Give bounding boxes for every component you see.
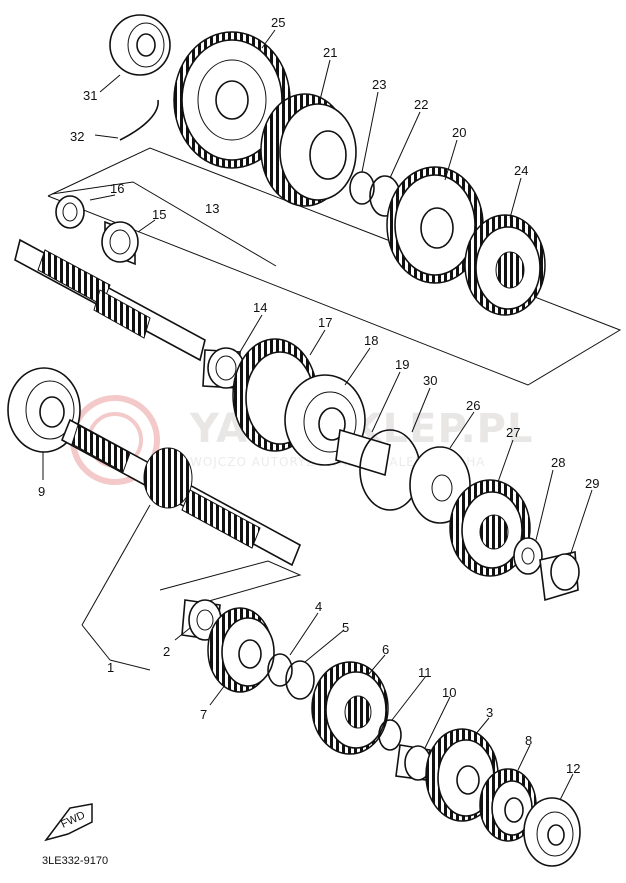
callout-1: 1 — [107, 660, 114, 675]
nut-29 — [539, 551, 580, 602]
washer-11 — [378, 719, 402, 751]
callout-4: 4 — [315, 599, 322, 614]
bearing-12 — [523, 797, 581, 867]
callout-28: 28 — [551, 455, 565, 470]
assembly-outline-lower — [159, 560, 302, 606]
circlip-5 — [285, 660, 315, 700]
sprocket-27 — [449, 479, 531, 577]
gear-8 — [479, 768, 537, 842]
callout-21: 21 — [323, 45, 337, 60]
gear-25 — [173, 31, 291, 169]
gear-21 — [260, 93, 357, 207]
callout-30: 30 — [423, 373, 437, 388]
callout-13: 13 — [205, 201, 219, 216]
callout-22: 22 — [414, 97, 428, 112]
callout-18: 18 — [364, 333, 378, 348]
drawing-code: 3LE332-9170 — [42, 855, 108, 867]
callout-numbers: 31 32 25 21 23 22 20 24 16 13 15 14 17 1… — [38, 15, 599, 776]
callout-2: 2 — [163, 644, 170, 659]
callout-24: 24 — [514, 163, 528, 178]
callout-26: 26 — [466, 398, 480, 413]
callout-31: 31 — [83, 88, 97, 103]
callout-20: 20 — [452, 125, 466, 140]
circlip-32 — [119, 99, 159, 141]
callout-9: 9 — [38, 484, 45, 499]
callout-32: 32 — [70, 129, 84, 144]
washer-4 — [267, 653, 293, 687]
callout-16: 16 — [110, 181, 124, 196]
assembly-outline-upper — [47, 147, 622, 386]
callout-5: 5 — [342, 620, 349, 635]
callout-7: 7 — [200, 707, 207, 722]
bracket-13 — [51, 181, 277, 267]
bushing-15 — [101, 220, 139, 266]
callout-14: 14 — [253, 300, 267, 315]
callout-3: 3 — [486, 705, 493, 720]
callout-10: 10 — [442, 685, 456, 700]
bearing-9 — [7, 367, 81, 453]
callout-17: 17 — [318, 315, 332, 330]
callout-6: 6 — [382, 642, 389, 657]
callout-8: 8 — [525, 733, 532, 748]
bushing-16 — [55, 195, 85, 229]
gear-20 — [386, 166, 484, 284]
callout-19: 19 — [395, 357, 409, 372]
fwd-arrow-icon: FWD — [44, 803, 93, 842]
gear-24 — [464, 214, 546, 316]
bearing-31 — [109, 14, 171, 76]
callout-15: 15 — [152, 207, 166, 222]
lock-washer-28 — [513, 537, 543, 575]
gear-7 — [207, 607, 275, 693]
callout-11: 11 — [418, 665, 432, 680]
drive-axle-1 — [60, 418, 302, 567]
callout-29: 29 — [585, 476, 599, 491]
leader-lines — [42, 29, 593, 801]
callout-23: 23 — [372, 77, 386, 92]
callout-25: 25 — [271, 15, 285, 30]
main-shaft-13 — [14, 238, 206, 362]
gear-6 — [311, 661, 389, 755]
callout-12: 12 — [566, 761, 580, 776]
callout-27: 27 — [506, 425, 520, 440]
